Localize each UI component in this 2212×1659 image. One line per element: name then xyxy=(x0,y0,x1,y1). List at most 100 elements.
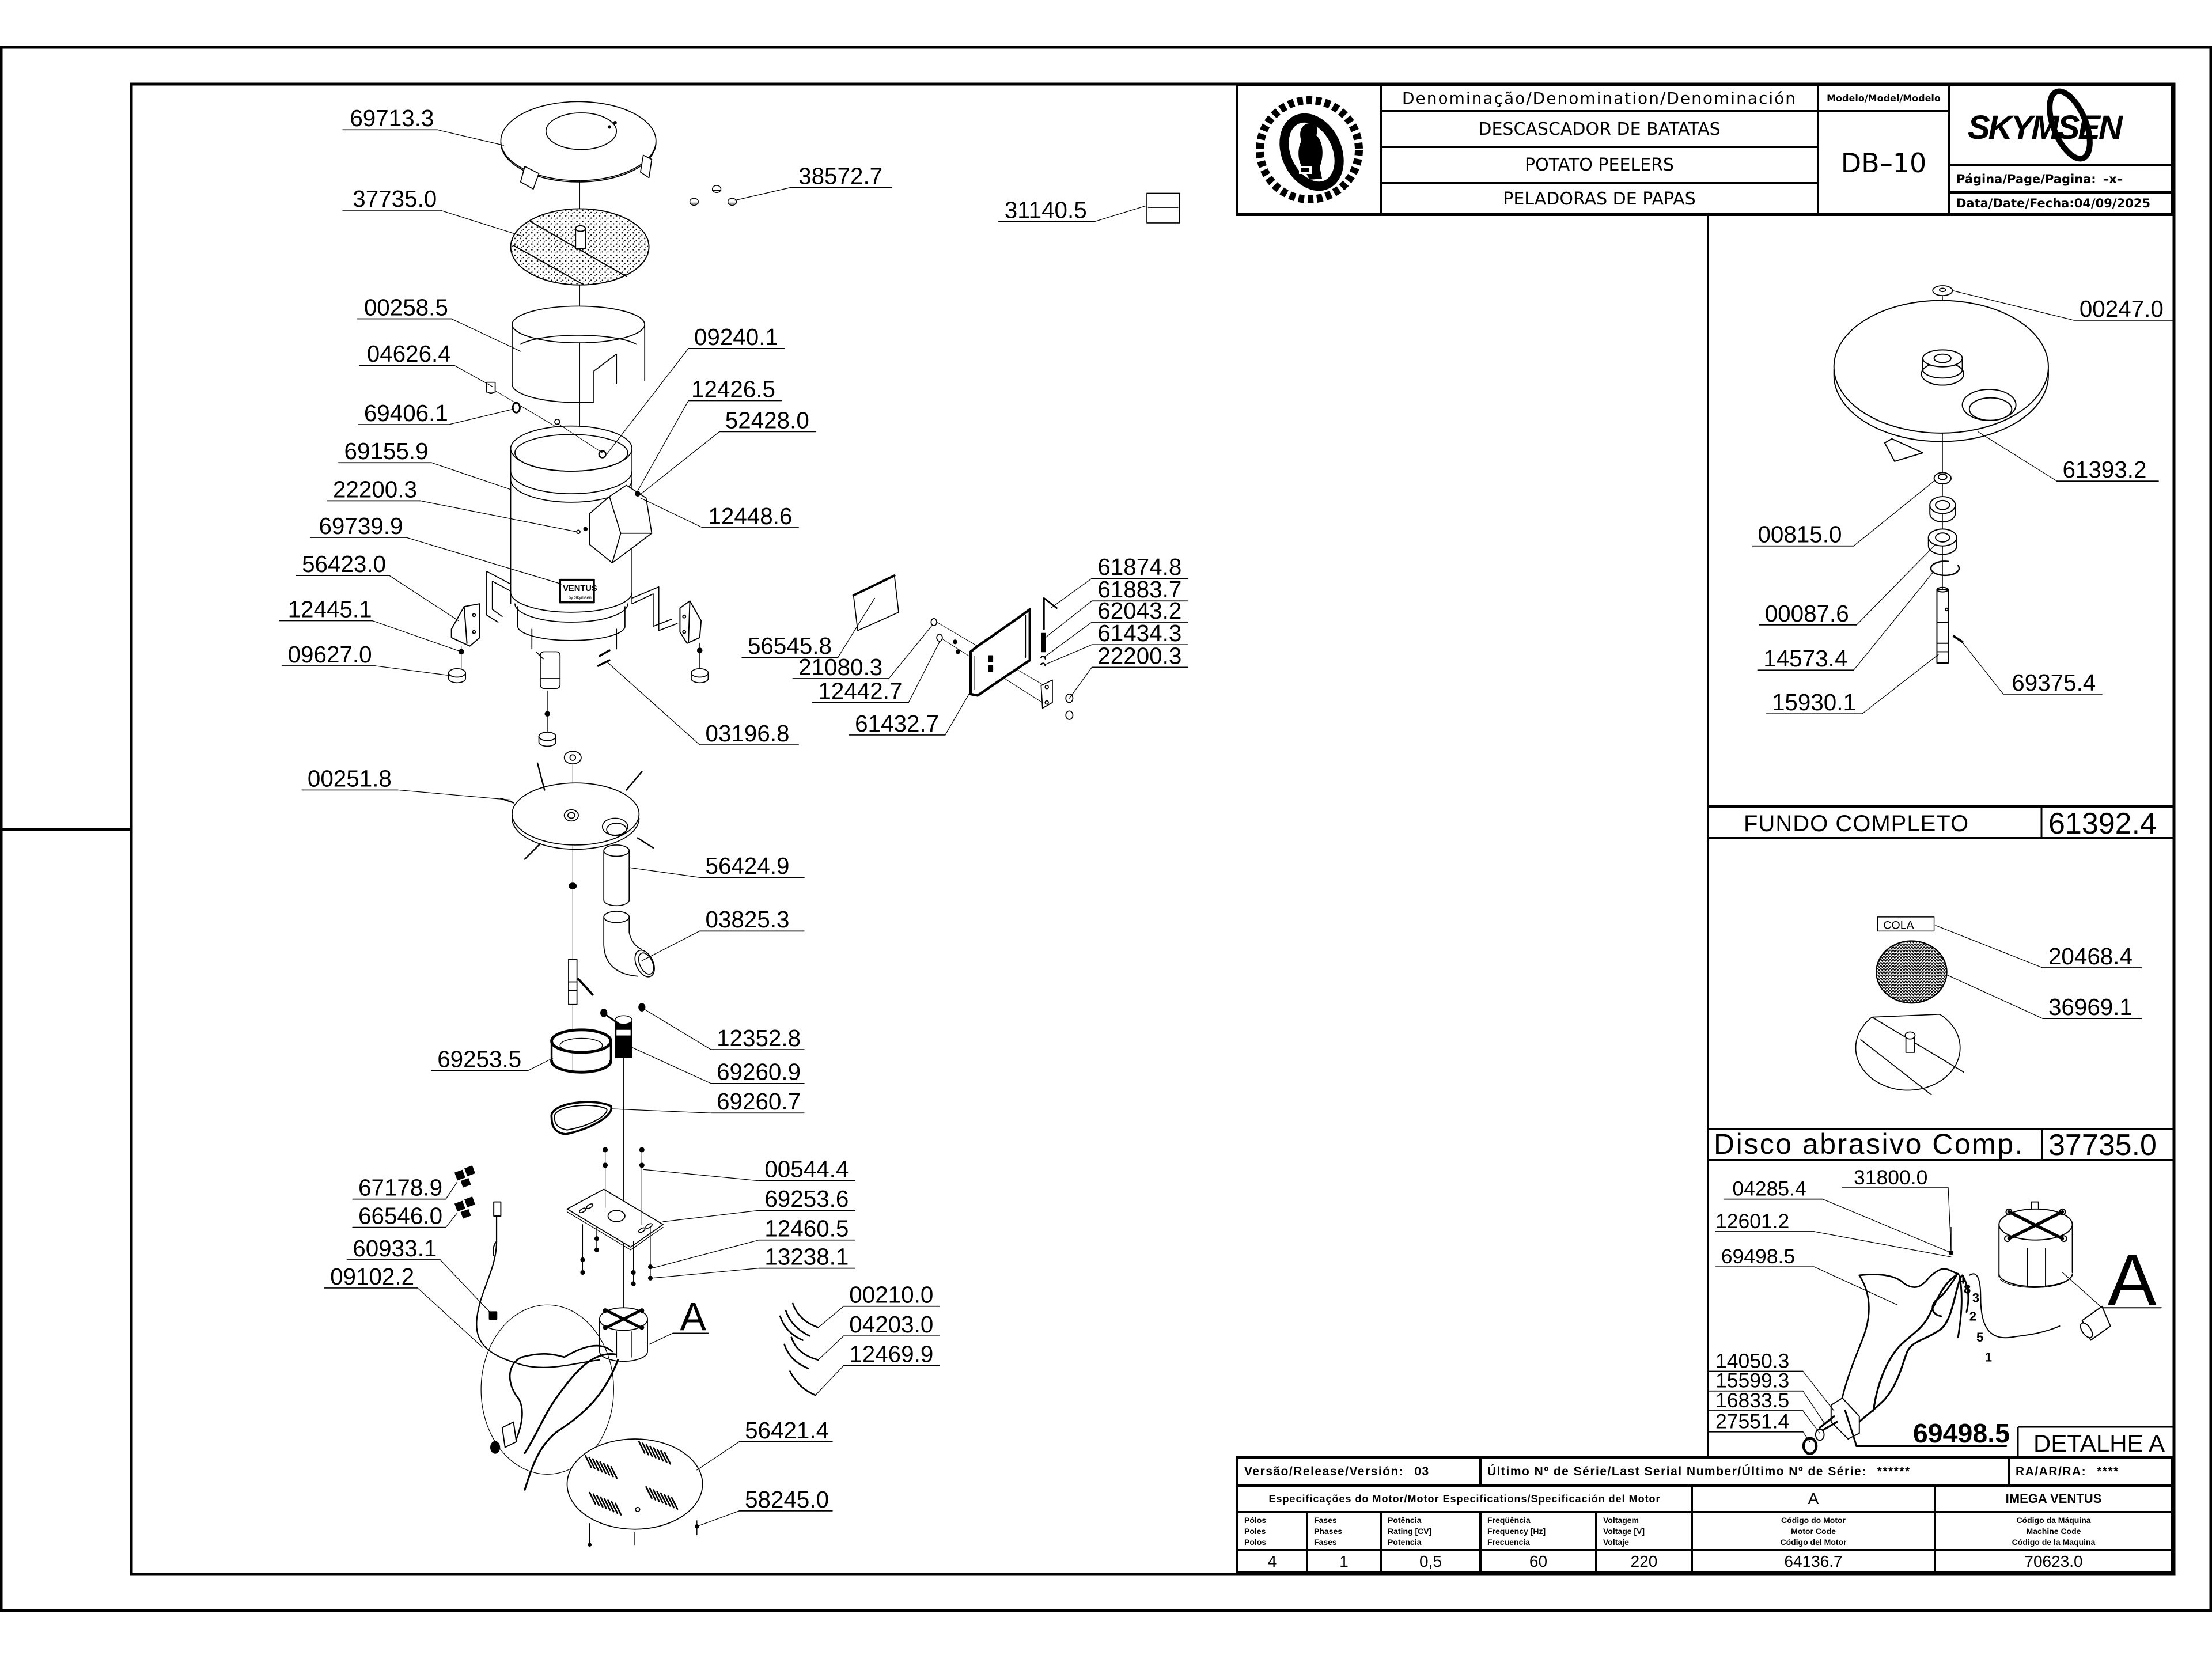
leader-line xyxy=(372,620,462,653)
leader-line xyxy=(1948,1187,1952,1251)
leader-line xyxy=(817,1306,844,1328)
part-number-label: 12442.7 xyxy=(818,677,902,704)
drive-belt-part xyxy=(550,1101,613,1135)
part-callout: 03825.3 xyxy=(641,906,805,961)
serial-value: ****** xyxy=(1877,1465,1911,1478)
brand-label-part: VENTUS by Skymsen xyxy=(559,578,597,604)
part-callout: 12469.9 xyxy=(815,1341,940,1396)
leader-line xyxy=(606,661,700,745)
part-callout: 31140.5 xyxy=(998,196,1146,223)
part-callout: 69406.1 xyxy=(358,400,514,426)
motor-type: A xyxy=(1691,1484,1934,1511)
part-callout: 38572.7 xyxy=(734,163,892,201)
inner-cylinder-part xyxy=(512,305,646,403)
leader-line xyxy=(651,1240,760,1269)
leader-line xyxy=(838,597,875,658)
part-number-label: 69739.9 xyxy=(319,513,403,539)
disc-base-part xyxy=(1855,1013,1964,1096)
bottom-grate-part xyxy=(566,1438,703,1547)
spec-value-machine-code: 70623.0 xyxy=(1934,1549,2171,1571)
leader-line xyxy=(453,365,493,387)
wiring-detail-part xyxy=(476,1201,619,1491)
part-number-label: 00815.0 xyxy=(1758,521,1842,548)
part-callout: 37735.0 xyxy=(342,185,521,236)
part-number-label: 31140.5 xyxy=(1005,196,1087,223)
leader-line xyxy=(1069,666,1093,699)
part-callout: 58245.0 xyxy=(696,1486,833,1527)
leader-line xyxy=(1094,205,1146,222)
leader-line xyxy=(437,129,504,146)
part-callout: 12426.5 xyxy=(637,376,782,491)
leader-line xyxy=(648,1332,673,1345)
part-number-label: 03196.8 xyxy=(706,720,790,747)
spec-label-es: Potencia xyxy=(1388,1537,1422,1547)
spec-label-en: Rating [CV] xyxy=(1388,1526,1432,1536)
leader-line xyxy=(640,497,703,528)
leader-line xyxy=(1946,974,2043,1019)
part-number-label: 66546.0 xyxy=(358,1203,442,1229)
vent-slot xyxy=(649,1445,657,1459)
brand-logo: SKYMSEN xyxy=(1948,86,2171,164)
leader-line xyxy=(643,1169,760,1181)
part-number-label: 38572.7 xyxy=(798,163,882,190)
vent-slot xyxy=(667,1495,675,1509)
terminal-connectors-part xyxy=(454,1165,475,1219)
part-number-label: 37735.0 xyxy=(353,185,437,212)
part-number-label: 69375.4 xyxy=(2012,669,2096,696)
product-name-pt: DESCASCADOR DE BATATAS xyxy=(1380,110,1817,146)
part-number-label: 62043.2 xyxy=(1097,597,1181,624)
part-callout: 00087.6 xyxy=(1759,544,1936,627)
part-callout: 09240.1 xyxy=(606,324,785,455)
part-number-label: 04626.4 xyxy=(367,340,451,367)
vent-slot xyxy=(645,1486,653,1499)
leader-line xyxy=(1045,644,1093,665)
page-field: Página/Page/Pagina: –x– xyxy=(1948,164,2171,191)
part-callout: 03196.8 xyxy=(606,661,799,747)
leader-line xyxy=(451,318,521,352)
part-callout: 69375.4 xyxy=(1960,640,2103,696)
vent-slot xyxy=(671,1497,679,1510)
part-callout: 69155.9 xyxy=(338,438,512,490)
drain-fitting-part xyxy=(486,381,558,428)
part-callout: 13238.1 xyxy=(651,1244,855,1279)
part-number-label: 61434.3 xyxy=(1097,620,1181,646)
vent-slot xyxy=(607,1499,615,1513)
part-number-label: 20468.4 xyxy=(2048,943,2133,969)
motor-pulley-part xyxy=(600,1003,646,1058)
vent-slot xyxy=(599,1461,607,1475)
vent-slot xyxy=(596,1460,603,1473)
part-number-label: 56545.8 xyxy=(748,632,832,659)
part-callout: 00258.5 xyxy=(356,294,521,352)
vent-slot xyxy=(607,1464,614,1478)
part-number-label: 67178.9 xyxy=(358,1175,442,1201)
vent-slot xyxy=(656,1490,664,1504)
part-number-label: 36969.1 xyxy=(2048,994,2133,1020)
vent-slot xyxy=(588,1456,596,1470)
part-number-label: 58245.0 xyxy=(745,1486,829,1513)
date-field: Data/Date/Fecha: 04/09/2025 xyxy=(1948,191,2171,213)
rubber-feet-part xyxy=(448,643,709,747)
part-callout: 00544.4 xyxy=(643,1156,855,1183)
part-number-label: 61874.8 xyxy=(1097,554,1181,580)
spec-label-es: Código de la Maquina xyxy=(2012,1537,2096,1547)
leader-line xyxy=(1977,431,2058,482)
spec-header-frequency: Freqüência Frequency [Hz] Frecuencia xyxy=(1479,1511,1595,1549)
part-callout: 61393.2 xyxy=(1977,431,2159,483)
spec-header-motor-code: Código do Motor Motor Code Código del Mo… xyxy=(1691,1511,1934,1549)
part-number-label: 09102.2 xyxy=(330,1263,414,1290)
leader-line xyxy=(448,408,514,425)
vent-slot xyxy=(611,1501,619,1514)
fundo-completo-code: 61392.4 xyxy=(2048,807,2157,840)
part-number-label: 00087.6 xyxy=(1765,600,1849,627)
leader-line xyxy=(397,789,512,801)
cap-plugs-part xyxy=(689,185,737,206)
grate-slots xyxy=(584,1441,679,1516)
page-label: Página/Page/Pagina: xyxy=(1956,172,2096,186)
wire-number: 4 xyxy=(1958,1272,1965,1287)
leader-line xyxy=(1822,1199,1952,1253)
leader-line xyxy=(420,500,578,532)
part-number-label: 09627.0 xyxy=(288,641,372,668)
part-callout: 22200.3 xyxy=(1069,642,1188,699)
vent-slot xyxy=(638,1441,646,1454)
